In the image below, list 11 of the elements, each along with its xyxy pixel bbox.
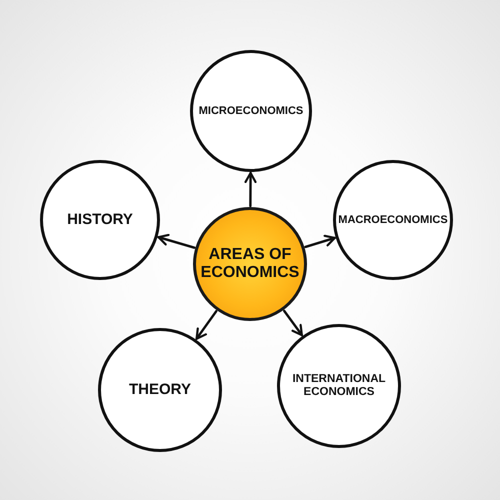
center-title: AREAS OF ECONOMICS	[200, 246, 300, 282]
arrow	[282, 310, 304, 336]
topic-label: THEORY	[129, 381, 191, 399]
arrow	[195, 310, 218, 340]
topic-label: MACROECONOMICS	[338, 214, 448, 226]
topic-label: MICROECONOMICS	[198, 104, 304, 118]
arrow	[157, 234, 196, 249]
topic-label: INTERNATIONAL ECONOMICS	[291, 372, 387, 400]
topic-label: HISTORY	[67, 211, 133, 229]
arrow	[244, 172, 257, 208]
arrow	[304, 234, 336, 248]
